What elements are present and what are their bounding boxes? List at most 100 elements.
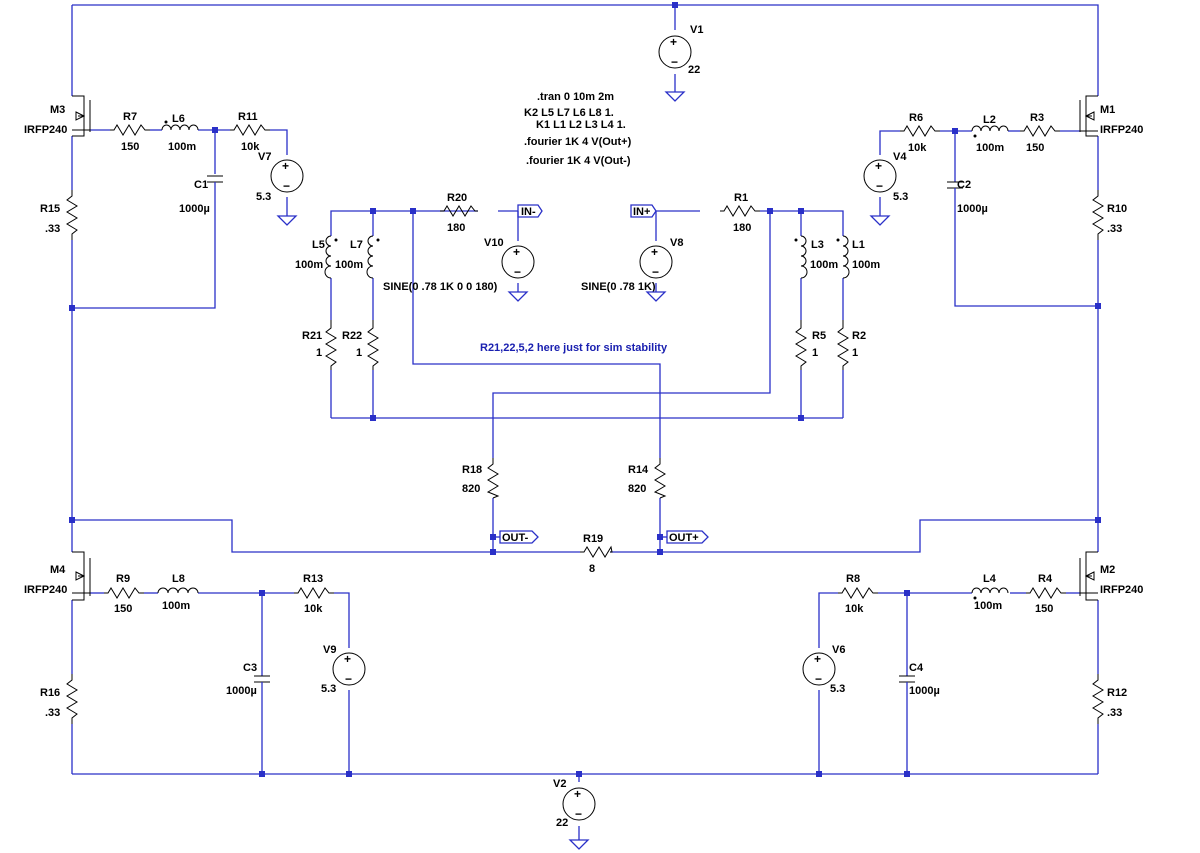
inductor-l4: L4 100m [971, 573, 1009, 612]
resistor-r18: R18 820 [462, 458, 500, 499]
svg-text:100m: 100m [335, 259, 363, 271]
svg-text:.33: .33 [1107, 707, 1122, 719]
svg-text:10k: 10k [304, 603, 323, 615]
directive-k1: K1 L1 L2 L3 L4 1. [536, 119, 626, 131]
svg-text:+: + [344, 652, 351, 666]
svg-text:5.3: 5.3 [256, 191, 271, 203]
svg-text:−: − [876, 179, 883, 193]
svg-text:R19: R19 [583, 533, 603, 545]
resistor-r15: R15 .33 [40, 190, 78, 240]
svg-text:180: 180 [733, 222, 751, 234]
svg-text:10k: 10k [908, 142, 927, 154]
svg-text:R21: R21 [302, 330, 322, 342]
svg-text:150: 150 [1026, 142, 1044, 154]
mosfet-model: IRFP240 [24, 124, 67, 136]
svg-text:R13: R13 [303, 573, 323, 585]
svg-text:R3: R3 [1030, 112, 1044, 124]
svg-text:−: − [815, 672, 822, 686]
svg-text:1: 1 [812, 347, 818, 359]
svg-text:IN+: IN+ [633, 206, 650, 218]
inductor-l8: L8 100m [157, 573, 199, 612]
inductor-l3: L3 100m [794, 235, 838, 279]
port-out-minus: OUT- [499, 530, 539, 544]
mosfet-m1: M1 IRFP240 [1079, 95, 1143, 137]
svg-text:−: − [283, 179, 290, 193]
mosfet-model: IRFP240 [1100, 124, 1143, 136]
svg-text:.33: .33 [45, 223, 60, 235]
svg-text:L6: L6 [172, 113, 185, 125]
inductor-l6: L6 100m [161, 113, 199, 153]
svg-text:−: − [514, 265, 521, 279]
svg-text:1000µ: 1000µ [179, 203, 210, 215]
svg-text:5.3: 5.3 [893, 191, 908, 203]
svg-text:R10: R10 [1107, 203, 1127, 215]
mosfet-m4: M4 IRFP240 [24, 551, 91, 601]
svg-text:820: 820 [628, 483, 646, 495]
source-v8: +− V8 SINE(0 .78 1K) [581, 237, 683, 302]
svg-text:R14: R14 [628, 464, 649, 476]
svg-text:R9: R9 [116, 573, 130, 585]
mosfet-name: M2 [1100, 564, 1115, 576]
svg-text:L3: L3 [811, 239, 824, 251]
svg-text:OUT-: OUT- [502, 532, 529, 544]
svg-text:R15: R15 [40, 203, 60, 215]
svg-text:1000µ: 1000µ [226, 685, 257, 697]
resistor-r20: R20 180 [440, 192, 478, 234]
source-v4: +− V4 5.3 [863, 151, 908, 226]
svg-text:1: 1 [356, 347, 362, 359]
directive-k2: K2 L5 L7 L6 L8 1. [524, 107, 614, 119]
svg-text:10k: 10k [845, 603, 864, 615]
capacitor-c3: C3 1000µ [226, 662, 270, 697]
svg-text:150: 150 [1035, 603, 1053, 615]
svg-text:SINE(0 .78 1K): SINE(0 .78 1K) [581, 281, 656, 293]
source-v1: +− V1 22 [658, 24, 703, 102]
mosfet-model: IRFP240 [1100, 584, 1143, 596]
mosfet-m3: M3 IRFP240 [24, 95, 91, 137]
resistor-r22: R22 1 [342, 320, 379, 370]
svg-text:R22: R22 [342, 330, 362, 342]
resistor-r6: R6 10k [900, 112, 940, 154]
resistor-r14: R14 820 [628, 458, 667, 499]
capacitor-c1: C1 1000µ [179, 175, 223, 215]
svg-text:100m: 100m [168, 141, 196, 153]
directive-tran: .tran 0 10m 2m [537, 91, 614, 103]
svg-text:180: 180 [447, 222, 465, 234]
resistor-r11: R11 10k [230, 111, 270, 153]
svg-text:R4: R4 [1038, 573, 1053, 585]
svg-text:C3: C3 [243, 662, 257, 674]
mosfet-name: M1 [1100, 104, 1115, 116]
directive-fourier-out-minus: .fourier 1K 4 V(Out-) [526, 155, 631, 167]
svg-text:5.3: 5.3 [321, 683, 336, 695]
svg-text:L4: L4 [983, 573, 997, 585]
source-v9: +− V9 5.3 [321, 644, 366, 695]
port-out-plus: OUT+ [666, 530, 709, 544]
mosfet-model: IRFP240 [24, 584, 67, 596]
svg-text:1000µ: 1000µ [909, 685, 940, 697]
svg-text:.33: .33 [1107, 223, 1122, 235]
svg-text:C2: C2 [957, 179, 971, 191]
svg-text:C1: C1 [194, 179, 208, 191]
resistor-r3: R3 150 [1020, 112, 1060, 154]
resistor-r7: R7 150 [110, 111, 150, 153]
svg-text:R6: R6 [909, 112, 923, 124]
svg-text:100m: 100m [974, 600, 1002, 612]
svg-text:+: + [513, 245, 520, 259]
resistor-r9: R9 150 [104, 573, 144, 615]
svg-text:R2: R2 [852, 330, 866, 342]
svg-text:8: 8 [589, 563, 595, 575]
svg-text:150: 150 [121, 141, 139, 153]
svg-text:L5: L5 [312, 239, 325, 251]
resistor-r13: R13 10k [294, 573, 334, 615]
svg-text:22: 22 [688, 64, 700, 76]
resistor-r10: R10 .33 [1092, 190, 1127, 240]
source-v2: +− V2 22 [553, 778, 596, 850]
svg-text:L7: L7 [350, 239, 363, 251]
resistor-r19: R19 8 [580, 533, 613, 575]
svg-text:V6: V6 [832, 644, 845, 656]
resistor-r2: R2 1 [837, 320, 866, 370]
svg-text:V8: V8 [670, 237, 683, 249]
wires [71, 4, 1099, 840]
svg-text:+: + [574, 787, 581, 801]
svg-text:V2: V2 [553, 778, 566, 790]
svg-text:100m: 100m [852, 259, 880, 271]
